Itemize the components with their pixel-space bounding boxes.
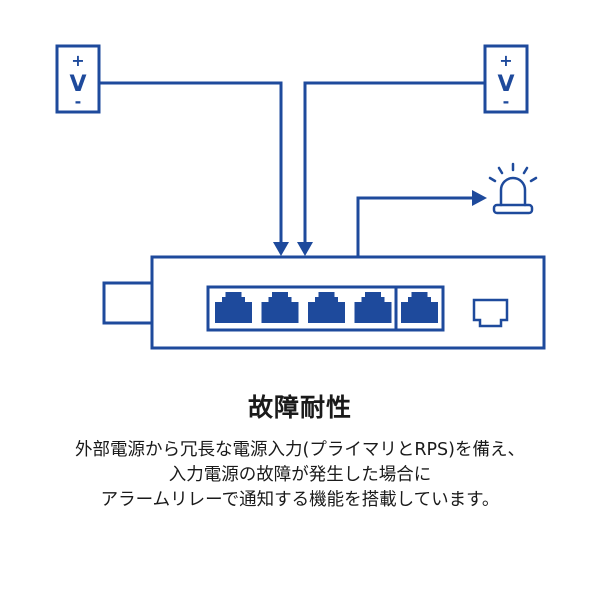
ethernet-port-icon: [215, 292, 252, 323]
description-line-2: 入力電源の故障が発生した場合に: [168, 465, 432, 485]
alarm-wire: [356, 196, 474, 256]
description-line-1: 外部電源から冗長な電源入力(プライマリとRPS)を備え、: [75, 440, 525, 460]
description-line-3: アラームリレーで通知する機能を搭載しています。: [100, 490, 500, 510]
ethernet-port-icon: [261, 292, 299, 323]
arrow-down-left-icon: [273, 242, 289, 256]
page-heading: 故障耐性: [247, 393, 352, 422]
alarm-light-icon: [488, 162, 538, 215]
description: 外部電源から冗長な電源入力(プライマリとRPS)を備え、 入力電源の故障が発生し…: [0, 438, 600, 513]
network-switch: [150, 255, 546, 350]
psu-right-plus: +: [499, 51, 512, 70]
power-supply-right: [483, 44, 529, 114]
ethernet-port-icon: [308, 292, 345, 323]
psu-left-minus: -: [75, 92, 82, 111]
power-supply-left: [55, 44, 101, 114]
power-wire-right: [303, 81, 485, 244]
arrow-down-right-icon: [297, 242, 313, 256]
port-group: [206, 285, 445, 332]
power-wire-left: [99, 81, 283, 244]
empty-port-icon: [472, 298, 509, 328]
psu-right-label: V: [497, 72, 514, 97]
psu-right-minus: -: [503, 92, 510, 111]
arrow-right-alarm-icon: [472, 190, 487, 206]
psu-left-label: V: [69, 72, 86, 97]
ethernet-port-icon: [401, 292, 438, 323]
psu-left-plus: +: [71, 51, 84, 70]
switch-side-tab: [102, 281, 154, 325]
ethernet-port-icon: [354, 292, 392, 323]
